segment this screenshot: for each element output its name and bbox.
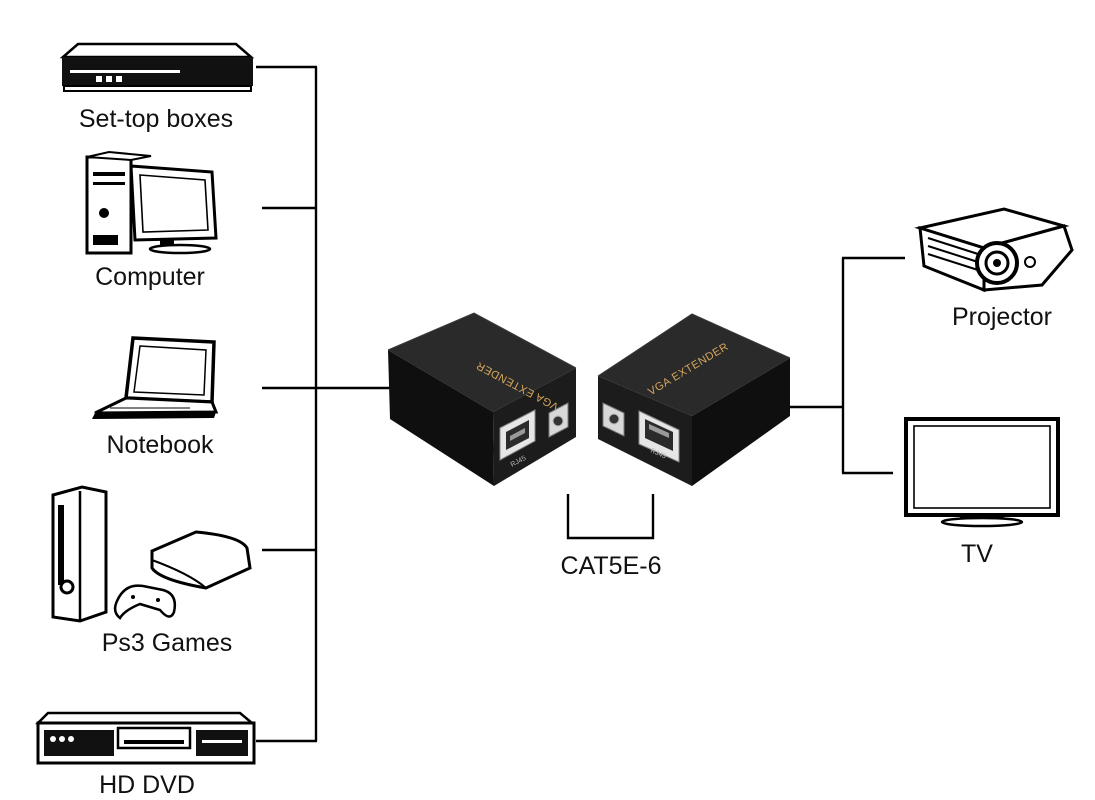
source-label-set-top-boxes: Set-top boxes: [79, 105, 233, 133]
source-label-notebook: Notebook: [106, 431, 214, 459]
source-label-ps3-games: Ps3 Games: [102, 629, 233, 657]
cat-cable-bracket: [566, 494, 655, 540]
projector-icon: [914, 207, 1074, 293]
dvd-player-icon: [34, 711, 256, 765]
set-top-box-icon: [59, 42, 255, 92]
transmitter-rj45-port: [499, 409, 536, 461]
ps3-console-icon: [51, 485, 252, 623]
notebook-icon: [92, 336, 219, 419]
source-label-hd-dvd: HD DVD: [99, 771, 195, 799]
receiver-power-jack: [602, 402, 625, 437]
tv-icon: [904, 417, 1060, 528]
receiver-extender-box: RJ45 VGA EXTENDER: [597, 313, 791, 486]
cable-label: CAT5E-6: [561, 552, 662, 580]
transmitter-power-jack: [548, 402, 569, 438]
transmitter-extender-box: RJ45 VGA EXTENDER: [387, 312, 577, 486]
output-label-projector: Projector: [952, 303, 1052, 331]
source-label-computer: Computer: [95, 263, 205, 291]
receiver-rj45-port: [638, 410, 680, 463]
computer-icon: [85, 150, 218, 255]
connection-lines: [256, 65, 905, 743]
output-label-tv: TV: [961, 540, 993, 568]
